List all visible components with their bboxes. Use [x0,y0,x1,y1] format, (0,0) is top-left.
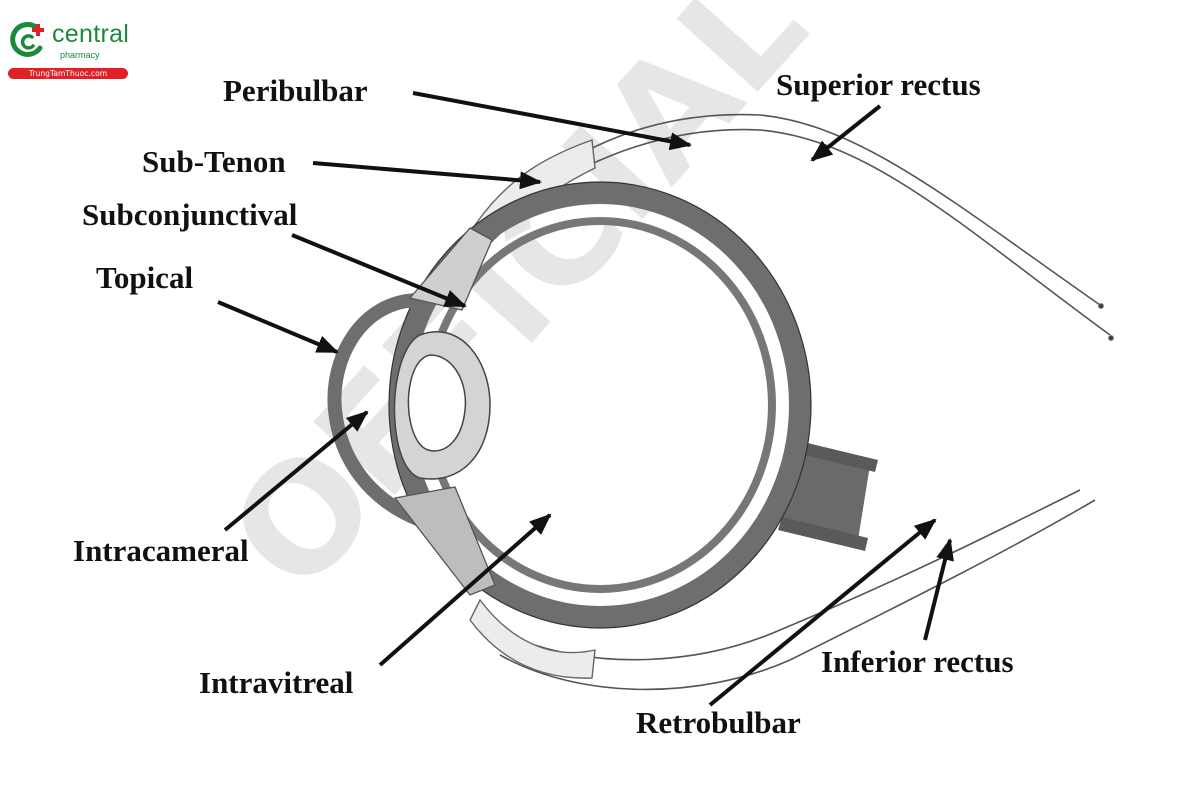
cornea [327,293,423,527]
topical-arrow [217,300,339,354]
lower-ciliary-wedge [393,486,496,596]
lens [393,331,491,480]
label-retrobulbar: Retrobulbar [636,705,801,740]
label-sub-tenon: Sub-Tenon [142,144,286,179]
intracameral-arrow [223,410,369,532]
sub-tenon-arrow [312,161,542,190]
label-peribulbar: Peribulbar [223,73,368,108]
label-intracameral: Intracameral [73,533,249,568]
label-superior-rectus: Superior rectus [776,67,981,102]
logo-tagline: pharmacy [60,50,100,60]
label-inferior-rectus: Inferior rectus [821,644,1014,679]
inferior-rectus-muscle [499,489,1096,691]
logo-mark-icon [10,21,44,57]
peribulbar-arrow [412,91,692,151]
lower-tenon-wedge [469,598,596,679]
central-pharmacy-logo: central pharmacy TrungTamThuoc.com [6,18,131,84]
logo-brand-name: central [52,20,130,48]
inferior-rectus-arrow [923,538,954,641]
subconjunctival-arrow [291,233,467,308]
retrobulbar-arrow [708,518,937,707]
label-intravitreal: Intravitreal [199,665,354,700]
intravitreal-arrow [378,513,552,667]
labels: Peribulbar Superior rectus Sub-Tenon Sub… [73,67,1014,740]
annotation-arrows [217,91,954,707]
label-topical: Topical [96,260,193,295]
superior-rectus-arrow [810,104,882,162]
label-subconjunctival: Subconjunctival [82,197,298,232]
logo-website-link[interactable]: TrungTamThuoc.com [8,68,128,79]
